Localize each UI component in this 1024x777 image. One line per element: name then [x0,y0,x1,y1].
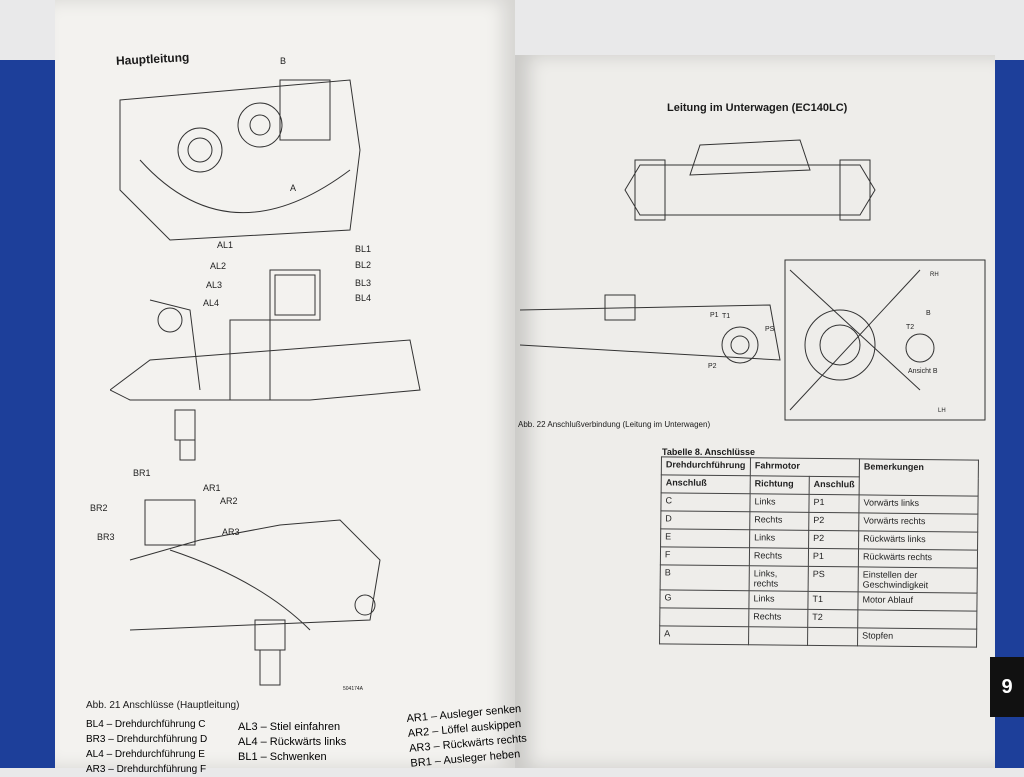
table-cell [807,627,858,646]
header-cell: Drehdurchführung [661,456,751,476]
label-bl2: BL2 [355,260,372,270]
label-a: A [290,183,297,193]
table-cell: Rückwärts links [858,530,978,551]
label-bl3: BL3 [355,278,372,288]
table-cell: F [660,546,750,566]
undercarriage-diagram [520,139,986,421]
chapter-tab: 9 [990,657,1024,717]
table-cell: B [660,564,750,591]
label-ar2: AR2 [220,496,238,506]
legend-item: BL1 – Schwenken [238,751,327,763]
table-cell: Rechts [749,547,809,567]
hydraulic-diagram-main [110,79,421,686]
table-title: Tabelle 8. Anschlüsse [662,447,756,457]
right-page [515,55,995,768]
table-cell: P2 [808,512,859,531]
label-bl1: BL1 [355,244,372,254]
header-cell: Anschluß [661,474,751,494]
table-cell: E [660,528,750,548]
table-cell: Einstellen der Geschwindigkeit [858,566,978,594]
table-cell: Vorwärts links [858,494,979,515]
table-cell: Rechts [748,608,808,628]
label-al3: AL3 [206,280,223,290]
label-b: B [926,310,931,317]
header-cell: Richtung [750,475,810,495]
label-p2: P2 [708,363,717,370]
table-cell [857,609,977,630]
label-t1: T1 [722,313,731,320]
label-al1: AL1 [217,240,234,250]
label-al2: AL2 [210,261,227,271]
table-row: A Stopfen [659,625,977,648]
header-cell: Fahrmotor [750,457,860,477]
table-cell: A [659,625,749,645]
label-ar3: AR3 [222,527,240,537]
table-cell: P2 [808,530,859,549]
table-cell: Rückwärts rechts [858,548,978,569]
table-cell: Rechts [749,511,809,531]
label-ar1: AR1 [203,483,221,493]
legend-item: AL3 – Stiel einfahren [238,721,341,733]
table-cell: Links [749,529,809,549]
legend-item: AR3 – Drehdurchführung F [86,764,207,775]
table-cell: D [660,510,750,530]
legend-col-1: BL4 – Drehdurchführung C BR3 – Drehdurch… [86,717,207,777]
table-cell: G [659,589,750,609]
label-b: B [280,56,287,66]
label-br1: BR1 [133,468,151,478]
label-rh: RH [930,272,939,278]
label-bl4: BL4 [355,293,372,303]
label-lh: LH [938,408,946,414]
label-br2: BR2 [90,503,108,513]
legend-item: BL4 – Drehdurchführung C [86,719,206,730]
legend-col-2: AL3 – Stiel einfahren AL4 – Rückwärts li… [238,720,346,765]
label-br3: BR3 [97,532,115,542]
table-cell: Links [749,493,810,513]
legend-item: AL4 – Drehdurchführung E [86,749,205,760]
table-cell: Stopfen [857,627,977,648]
section-title: Leitung im Unterwagen (EC140LC) [667,102,848,114]
legend-item: AL4 – Rückwärts links [238,736,347,748]
figure-caption: Abb. 21 Anschlüsse (Hauptleitung) [86,700,240,711]
label-ps: PS [765,326,775,333]
figure-caption: Abb. 22 Anschlußverbindung (Leitung im U… [518,420,711,429]
label-ansicht-b: Ansicht B [908,368,938,375]
table-cell [748,626,808,646]
table-cell: Links [748,590,809,610]
header-cell: Anschluß [809,476,860,495]
figure-code: 504174A [343,686,364,692]
label-t2: T2 [906,324,915,331]
table-cell: P1 [808,494,860,513]
table-cell [659,607,749,627]
label-p1: P1 [710,312,719,319]
table-cell: T2 [807,609,858,628]
table-cell: Links, rechts [749,565,809,592]
table-cell: C [660,492,751,512]
label-al4: AL4 [203,298,220,308]
header-cell: Bemerkungen [859,458,979,497]
table-cell: T1 [807,591,859,610]
table-cell: Motor Ablauf [857,591,978,612]
table-cell: Vorwärts rechts [858,512,978,533]
table-cell: P1 [808,548,859,567]
table-cell: PS [808,566,859,592]
legend-item: BR3 – Drehdurchführung D [86,734,208,745]
legend-col-3: AR1 – Ausleger senken AR2 – Löffel auski… [406,702,529,772]
